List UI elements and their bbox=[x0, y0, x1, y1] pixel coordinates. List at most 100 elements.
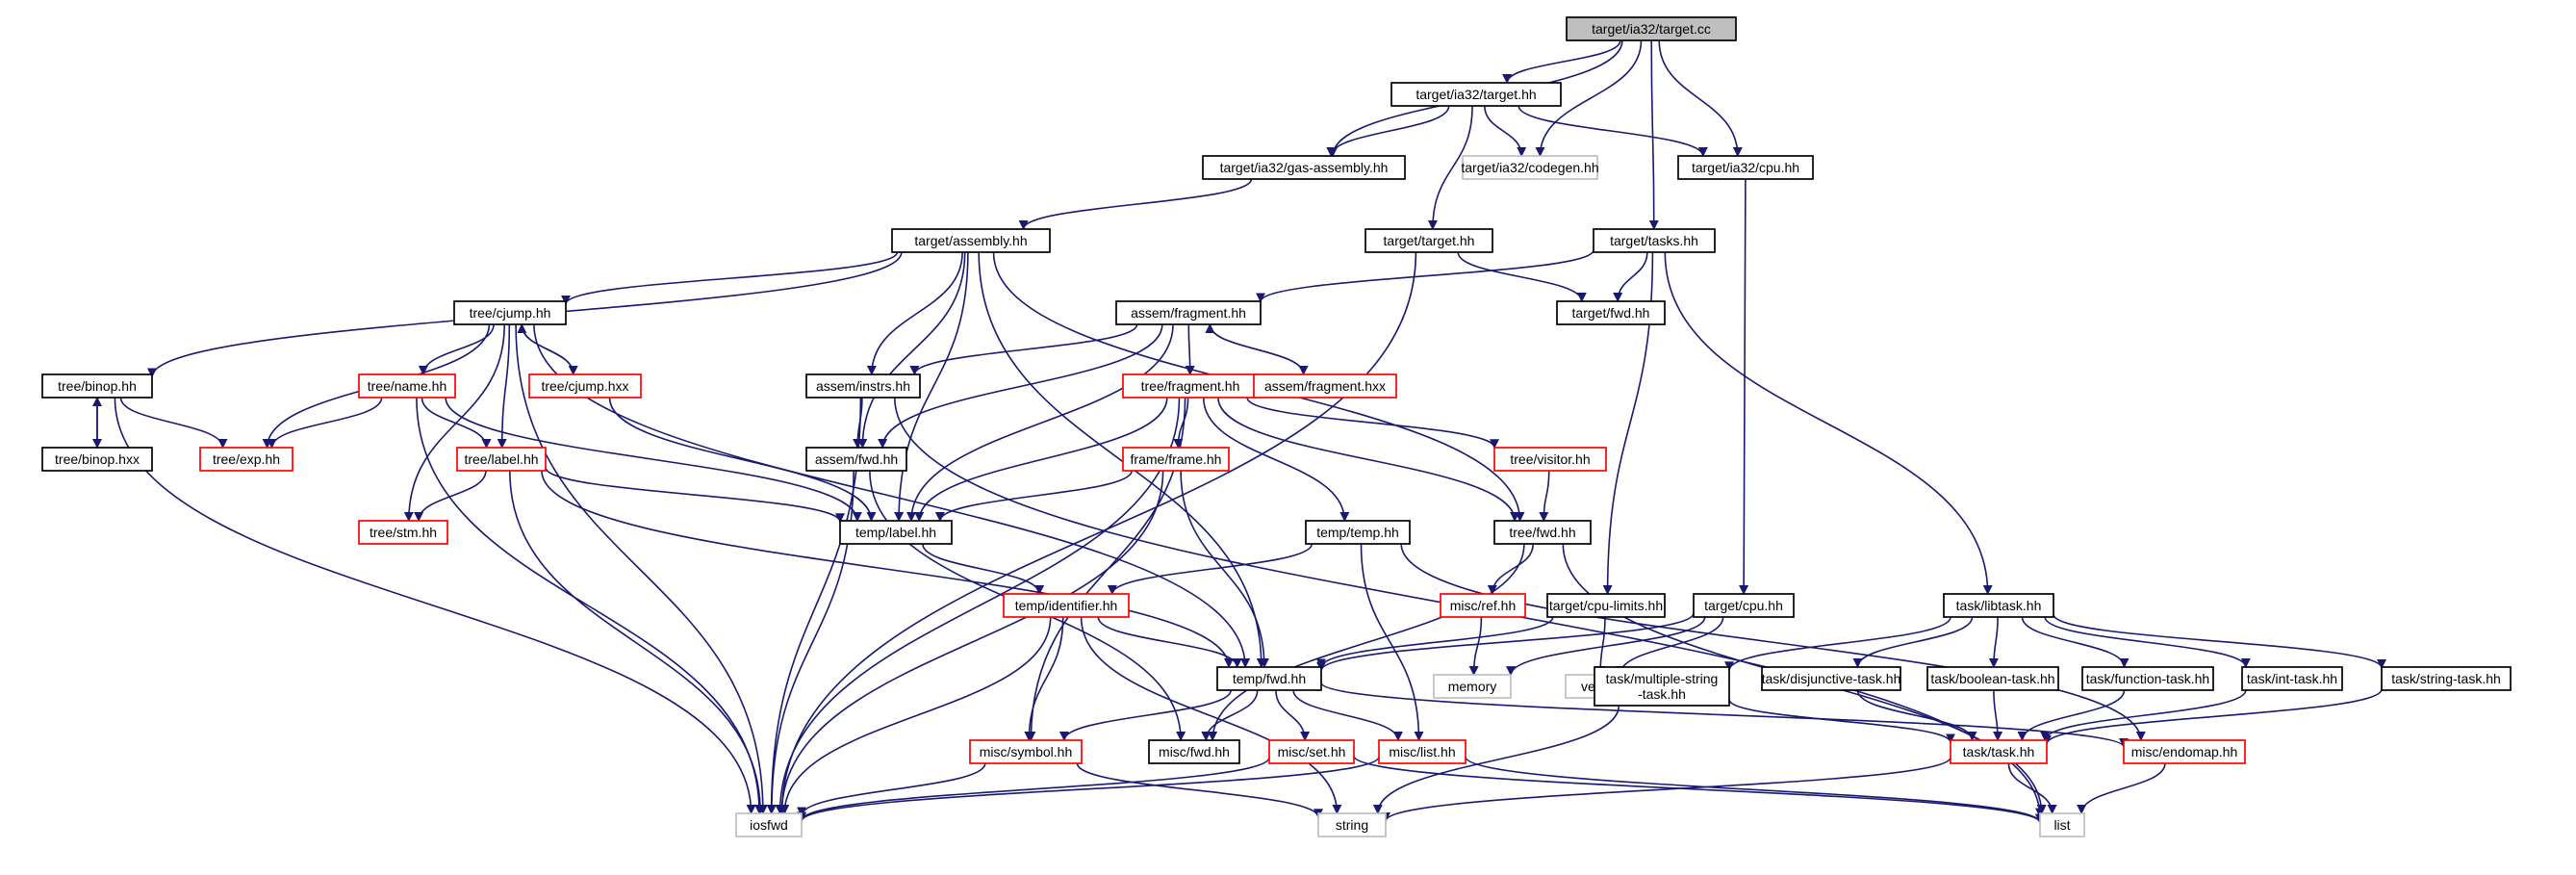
node-label: target/cpu-limits.hh bbox=[1549, 598, 1663, 613]
node-label: tree/binop.hxx bbox=[55, 451, 140, 467]
node-binop[interactable]: tree/binop.hh bbox=[41, 373, 153, 399]
node-label: -task.hh bbox=[1638, 686, 1686, 702]
edge-target_cpu-to-memory bbox=[1506, 616, 1706, 677]
edge-visitor-to-tree_fwd bbox=[1539, 470, 1550, 522]
node-t-fwd[interactable]: target/fwd.hh bbox=[1556, 300, 1666, 325]
node-string-task[interactable]: task/string-task.hh bbox=[2381, 666, 2512, 691]
edge-name-to-exp bbox=[267, 397, 383, 449]
node-iosfwd[interactable]: iosfwd bbox=[735, 812, 803, 837]
node-codegen[interactable]: target/ia32/codegen.hh bbox=[1461, 155, 1599, 180]
node-box bbox=[1943, 593, 2054, 618]
edge-task_hh-to-string bbox=[1381, 757, 1951, 822]
node-box bbox=[2039, 812, 2085, 837]
node-target-cpu[interactable]: target/cpu.hh bbox=[1693, 593, 1795, 618]
node-target-cc[interactable]: target/ia32/target.cc bbox=[1566, 16, 1737, 41]
edge-cjump-to-iosfwd bbox=[515, 323, 768, 814]
node-label: target/target.hh bbox=[1384, 233, 1475, 248]
node-label: target/ia32/target.cc bbox=[1592, 21, 1711, 37]
node-tasks[interactable]: target/tasks.hh bbox=[1593, 228, 1716, 253]
node-tree-fragment[interactable]: tree/fragment.hh bbox=[1122, 373, 1259, 399]
node-t-target[interactable]: target/target.hh bbox=[1365, 228, 1493, 253]
edge-instrs-to-iosfwd bbox=[766, 397, 862, 814]
node-fragment-hxx[interactable]: assem/fragment.hxx bbox=[1253, 373, 1397, 399]
edge-task_hh-to-list bbox=[2007, 762, 2057, 814]
node-disjunctive[interactable]: task/disjunctive-task.hh bbox=[1761, 666, 1901, 691]
edge-tree_fragment-to-tree_fwd bbox=[1217, 397, 1520, 522]
edge-assembly-to-temp_label bbox=[894, 251, 969, 522]
edge-ref-to-memory bbox=[1468, 616, 1483, 676]
edge-assembly-to-cjump bbox=[561, 251, 899, 305]
node-cpu-limits[interactable]: target/cpu-limits.hh bbox=[1546, 593, 1666, 618]
node-temp-temp[interactable]: temp/temp.hh bbox=[1305, 520, 1411, 545]
edge-t_target-to-iosfwd bbox=[777, 251, 1417, 814]
node-ia32-cpu[interactable]: target/ia32/cpu.hh bbox=[1677, 155, 1814, 180]
node-box bbox=[1594, 666, 1730, 707]
node-label: target/fwd.hh bbox=[1572, 305, 1650, 321]
node-target-hh[interactable]: target/ia32/target.hh bbox=[1390, 82, 1562, 107]
node-label: temp/label.hh bbox=[855, 525, 936, 540]
node-box bbox=[1493, 520, 1592, 545]
node-temp-label[interactable]: temp/label.hh bbox=[839, 520, 953, 545]
node-box bbox=[1693, 593, 1795, 618]
node-misc-list[interactable]: misc/list.hh bbox=[1378, 739, 1467, 764]
edge-temp_fwd-to-misc_fwd bbox=[1201, 689, 1259, 741]
node-endomap[interactable]: misc/endomap.hh bbox=[2123, 739, 2246, 764]
node-exp[interactable]: tree/exp.hh bbox=[199, 447, 293, 472]
node-visitor[interactable]: tree/visitor.hh bbox=[1493, 447, 1607, 472]
node-string[interactable]: string bbox=[1317, 812, 1387, 837]
edge-target_cpu-to-vector bbox=[1615, 616, 1724, 676]
node-name[interactable]: tree/name.hh bbox=[358, 373, 456, 399]
node-assembly[interactable]: target/assembly.hh bbox=[891, 228, 1051, 253]
node-ref[interactable]: misc/ref.hh bbox=[1440, 593, 1526, 618]
node-label: task/libtask.hh bbox=[1956, 598, 2042, 613]
node-gas-assembly[interactable]: target/ia32/gas-assembly.hh bbox=[1202, 155, 1406, 180]
node-box bbox=[456, 447, 547, 472]
node-function[interactable]: task/function-task.hh bbox=[2081, 666, 2214, 691]
node-label: misc/list.hh bbox=[1389, 744, 1455, 759]
node-label: task/boolean-task.hh bbox=[1930, 671, 2054, 686]
node-label: tree/label.hh bbox=[464, 451, 538, 467]
node-frame[interactable]: frame/frame.hh bbox=[1122, 447, 1230, 472]
edge-target_cc-to-ia32_cpu bbox=[1658, 39, 1743, 157]
node-label: temp/temp.hh bbox=[1316, 525, 1399, 540]
node-box bbox=[1378, 739, 1467, 764]
node-task-hh[interactable]: task/task.hh bbox=[1950, 739, 2048, 764]
node-assem-fwd[interactable]: assem/fwd.hh bbox=[805, 447, 907, 472]
edge-cjump_hxx-to-temp_label bbox=[608, 397, 877, 522]
edge-endomap-to-list bbox=[2077, 762, 2166, 814]
edge-name-to-tree_label bbox=[421, 397, 492, 449]
node-temp-fwd[interactable]: temp/fwd.hh bbox=[1216, 666, 1322, 691]
node-memory[interactable]: memory bbox=[1433, 674, 1512, 699]
edge-target_cpu-to-temp_fwd bbox=[1316, 612, 1695, 672]
node-cjump[interactable]: tree/cjump.hh bbox=[453, 300, 567, 325]
edge-misc_list-to-list bbox=[1465, 756, 2045, 824]
node-fragment[interactable]: assem/fragment.hh bbox=[1115, 300, 1262, 325]
node-cjump-hxx[interactable]: tree/cjump.hxx bbox=[528, 373, 642, 399]
node-box bbox=[735, 812, 803, 837]
node-boolean[interactable]: task/boolean-task.hh bbox=[1926, 666, 2059, 691]
node-label: tree/visitor.hh bbox=[1510, 451, 1590, 467]
node-symbol[interactable]: misc/symbol.hh bbox=[969, 739, 1083, 764]
node-label: tree/fragment.hh bbox=[1141, 378, 1240, 394]
node-list[interactable]: list bbox=[2039, 812, 2085, 837]
edge-temp_fwd-to-endomap bbox=[1320, 682, 2129, 748]
node-mstring[interactable]: task/multiple-string-task.hh bbox=[1594, 666, 1730, 707]
node-set[interactable]: misc/set.hh bbox=[1268, 739, 1355, 764]
node-identifier[interactable]: temp/identifier.hh bbox=[1003, 593, 1130, 618]
node-box bbox=[969, 739, 1083, 764]
node-int-task[interactable]: task/int-task.hh bbox=[2241, 666, 2343, 691]
edge-cjump_hxx-to-cjump bbox=[517, 323, 574, 375]
node-stm[interactable]: tree/stm.hh bbox=[358, 520, 448, 545]
node-libtask[interactable]: task/libtask.hh bbox=[1943, 593, 2054, 618]
node-misc-fwd[interactable]: misc/fwd.hh bbox=[1148, 739, 1240, 764]
node-binop-hxx[interactable]: tree/binop.hxx bbox=[41, 447, 153, 472]
node-label: assem/instrs.hh bbox=[816, 378, 910, 394]
node-tree-label[interactable]: tree/label.hh bbox=[456, 447, 547, 472]
node-tree-fwd[interactable]: tree/fwd.hh bbox=[1493, 520, 1592, 545]
node-box bbox=[453, 300, 567, 325]
node-instrs[interactable]: assem/instrs.hh bbox=[805, 373, 921, 399]
edge-frame-to-temp_label bbox=[934, 470, 1133, 522]
edge-set-to-list bbox=[1353, 755, 2045, 824]
edge-cjump-to-stm bbox=[403, 323, 505, 522]
edge-string_task-to-task_hh bbox=[2042, 688, 2383, 745]
